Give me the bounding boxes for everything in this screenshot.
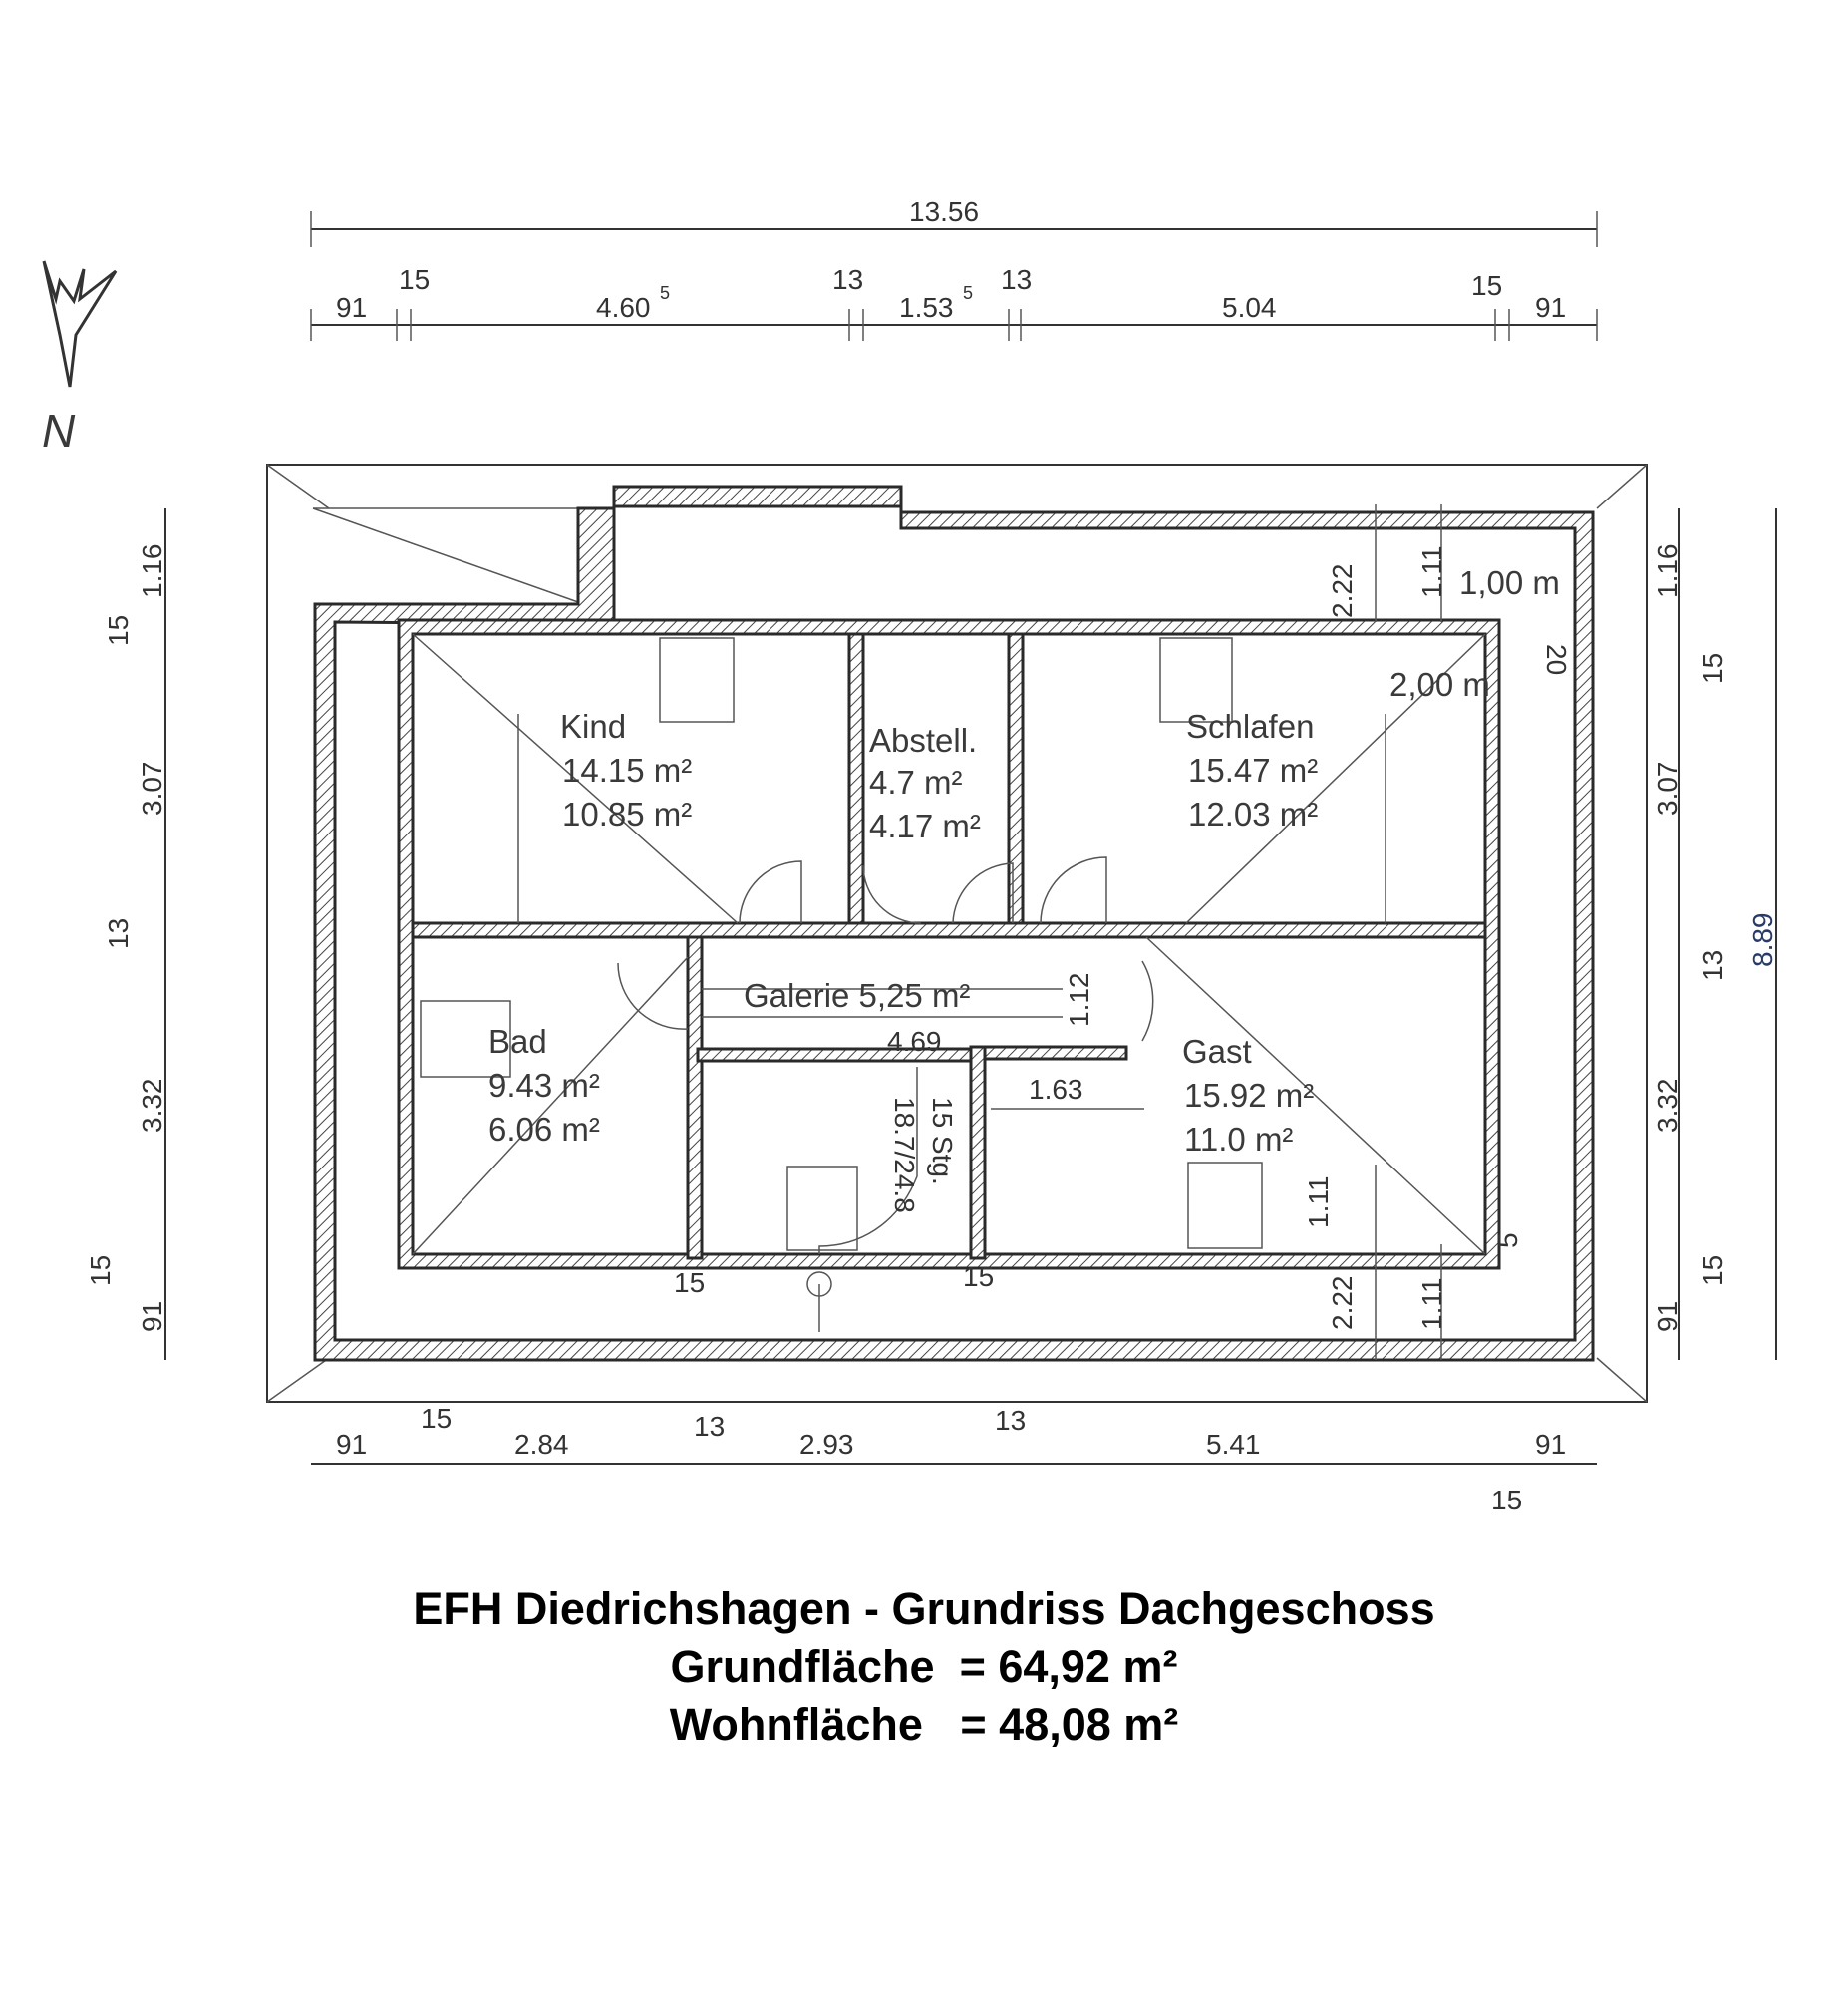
dim-right-3: 13 (1697, 950, 1728, 981)
dim-inner-6: 4.69 (887, 1026, 942, 1057)
dim-left-3: 13 (103, 918, 134, 949)
dim-left-5: 15 (85, 1255, 116, 1286)
room-area-gross: 9.43 m² (488, 1067, 600, 1104)
dim-right-4: 3.32 (1652, 1079, 1683, 1134)
dim-bottom-6: 5.41 (1206, 1429, 1261, 1460)
dim-top-2: 4.60 (596, 292, 651, 323)
dim-left-1: 15 (103, 615, 134, 646)
dim-top-5: 1.53 (899, 292, 954, 323)
living-area: Wohnfläche = 48,08 m² (669, 1699, 1179, 1750)
north-label: N (42, 405, 76, 457)
roof-slope-lines (412, 633, 1486, 1255)
room-kind: Kind 14.15 m² 10.85 m² (560, 708, 692, 833)
room-schlafen: Schlafen 15.47 m² 12.03 m² (1186, 708, 1318, 833)
room-area-net: 10.85 m² (562, 796, 692, 833)
dim-right-2: 3.07 (1652, 762, 1683, 817)
dim-bottom-3: 13 (694, 1411, 725, 1442)
room-area-gross: 14.15 m² (562, 752, 692, 789)
dim-right-0: 1.16 (1652, 544, 1683, 599)
room-name: Schlafen (1186, 708, 1314, 745)
dim-top-7: 13 (1001, 264, 1032, 295)
room-bad: Bad 9.43 m² 6.06 m² (488, 1023, 600, 1148)
dim-bottom-7: 91 (1535, 1429, 1566, 1460)
dim-inner-11: 2.22 (1327, 1276, 1358, 1331)
room-name: Kind (560, 708, 626, 745)
dim-inner-7: 1.63 (1029, 1074, 1083, 1105)
dim-inner-13: 15 (674, 1267, 705, 1298)
dim-bottom-5: 13 (995, 1405, 1026, 1436)
dim-inner-3: 20 (1541, 644, 1572, 675)
dim-top-6: 5 (963, 283, 973, 303)
dim-right-total: 8.89 (1747, 913, 1778, 968)
room-name: Abstell. (869, 722, 977, 759)
room-area-net: 6.06 m² (488, 1111, 600, 1148)
room-area-net: 11.0 m² (1184, 1121, 1293, 1158)
dim-bottom-1: 15 (421, 1403, 452, 1434)
dim-bottom-4: 2.93 (799, 1429, 854, 1460)
dim-right-1: 15 (1697, 653, 1728, 684)
dim-inner-2: 1,00 m (1459, 564, 1560, 601)
room-area-gross: 15.47 m² (1188, 752, 1318, 789)
dim-right-6: 91 (1652, 1301, 1683, 1332)
fixtures (420, 637, 1263, 1332)
dim-left-0: 1.16 (137, 544, 167, 599)
room-area-gross: 15.92 m² (1184, 1077, 1314, 1114)
dim-inner-8: 15 Stg. (927, 1097, 958, 1185)
dimension-lines-top: 13.56 91 15 4.60 5 13 1.53 5 13 5.04 15 … (310, 196, 1598, 341)
dimension-lines-bottom: 91 15 2.84 13 2.93 13 5.41 91 15 (311, 1403, 1597, 1515)
dim-top-1: 15 (399, 264, 430, 295)
dim-inner-12: 1.11 (1416, 1278, 1447, 1330)
dimension-lines-right: 1.16 15 3.07 13 3.32 15 91 8.89 (1652, 508, 1778, 1360)
room-area-net: 12.03 m² (1188, 796, 1318, 833)
dim-bottom-2: 2.84 (514, 1429, 569, 1460)
room-abstell: Abstell. 4.7 m² 4.17 m² (869, 722, 981, 844)
roof-outline (266, 464, 1648, 1403)
dim-bottom-8: 15 (1491, 1485, 1522, 1515)
dim-inner-9: 18.7/24.8 (889, 1097, 920, 1213)
dim-right-5: 15 (1697, 1255, 1728, 1286)
dim-inner-5: 1.12 (1064, 973, 1094, 1028)
dim-left-6: 91 (137, 1301, 167, 1332)
room-area-net: 4.17 m² (869, 808, 981, 844)
dim-top-4: 13 (832, 264, 863, 295)
room-galerie: Galerie 5,25 m² (744, 977, 970, 1014)
walls (313, 485, 1595, 1362)
ground-area: Grundfläche = 64,92 m² (670, 1641, 1178, 1692)
dim-inner-0: 2.22 (1327, 564, 1358, 619)
room-name: Gast (1182, 1033, 1252, 1070)
room-name: Bad (488, 1023, 547, 1060)
dim-top-9: 15 (1471, 270, 1502, 301)
room-area-gross: 4.7 m² (869, 764, 963, 801)
room-gast: Gast 15.92 m² 11.0 m² (1182, 1033, 1314, 1158)
plan-title: EFH Diedrichshagen - Grundriss Dachgesch… (413, 1583, 1435, 1634)
dim-inner-1: 1.11 (1416, 546, 1447, 598)
dim-top-10: 91 (1535, 292, 1566, 323)
dim-left-4: 3.32 (137, 1079, 167, 1134)
dim-inner-14: 15 (963, 1261, 994, 1292)
dim-inner-15: 5 (1492, 1232, 1523, 1248)
dim-left-2: 3.07 (137, 762, 167, 817)
dim-top-8: 5.04 (1222, 292, 1277, 323)
dimension-lines-inner: 2.22 1.11 1,00 m 20 2,00 m 1.12 4.69 1.6… (674, 504, 1572, 1360)
dimension-lines-left: 1.16 15 3.07 13 3.32 15 91 (85, 508, 167, 1360)
dim-top-total: 13.56 (909, 196, 979, 227)
north-arrow-icon: N (42, 260, 118, 457)
plan-title-block: EFH Diedrichshagen - Grundriss Dachgesch… (0, 1580, 1848, 1754)
dim-top-3: 5 (660, 283, 670, 303)
dim-top-0: 91 (336, 292, 367, 323)
dim-inner-10: 1.11 (1303, 1176, 1334, 1228)
dim-inner-4: 2,00 m (1389, 666, 1490, 703)
dim-bottom-0: 91 (336, 1429, 367, 1460)
